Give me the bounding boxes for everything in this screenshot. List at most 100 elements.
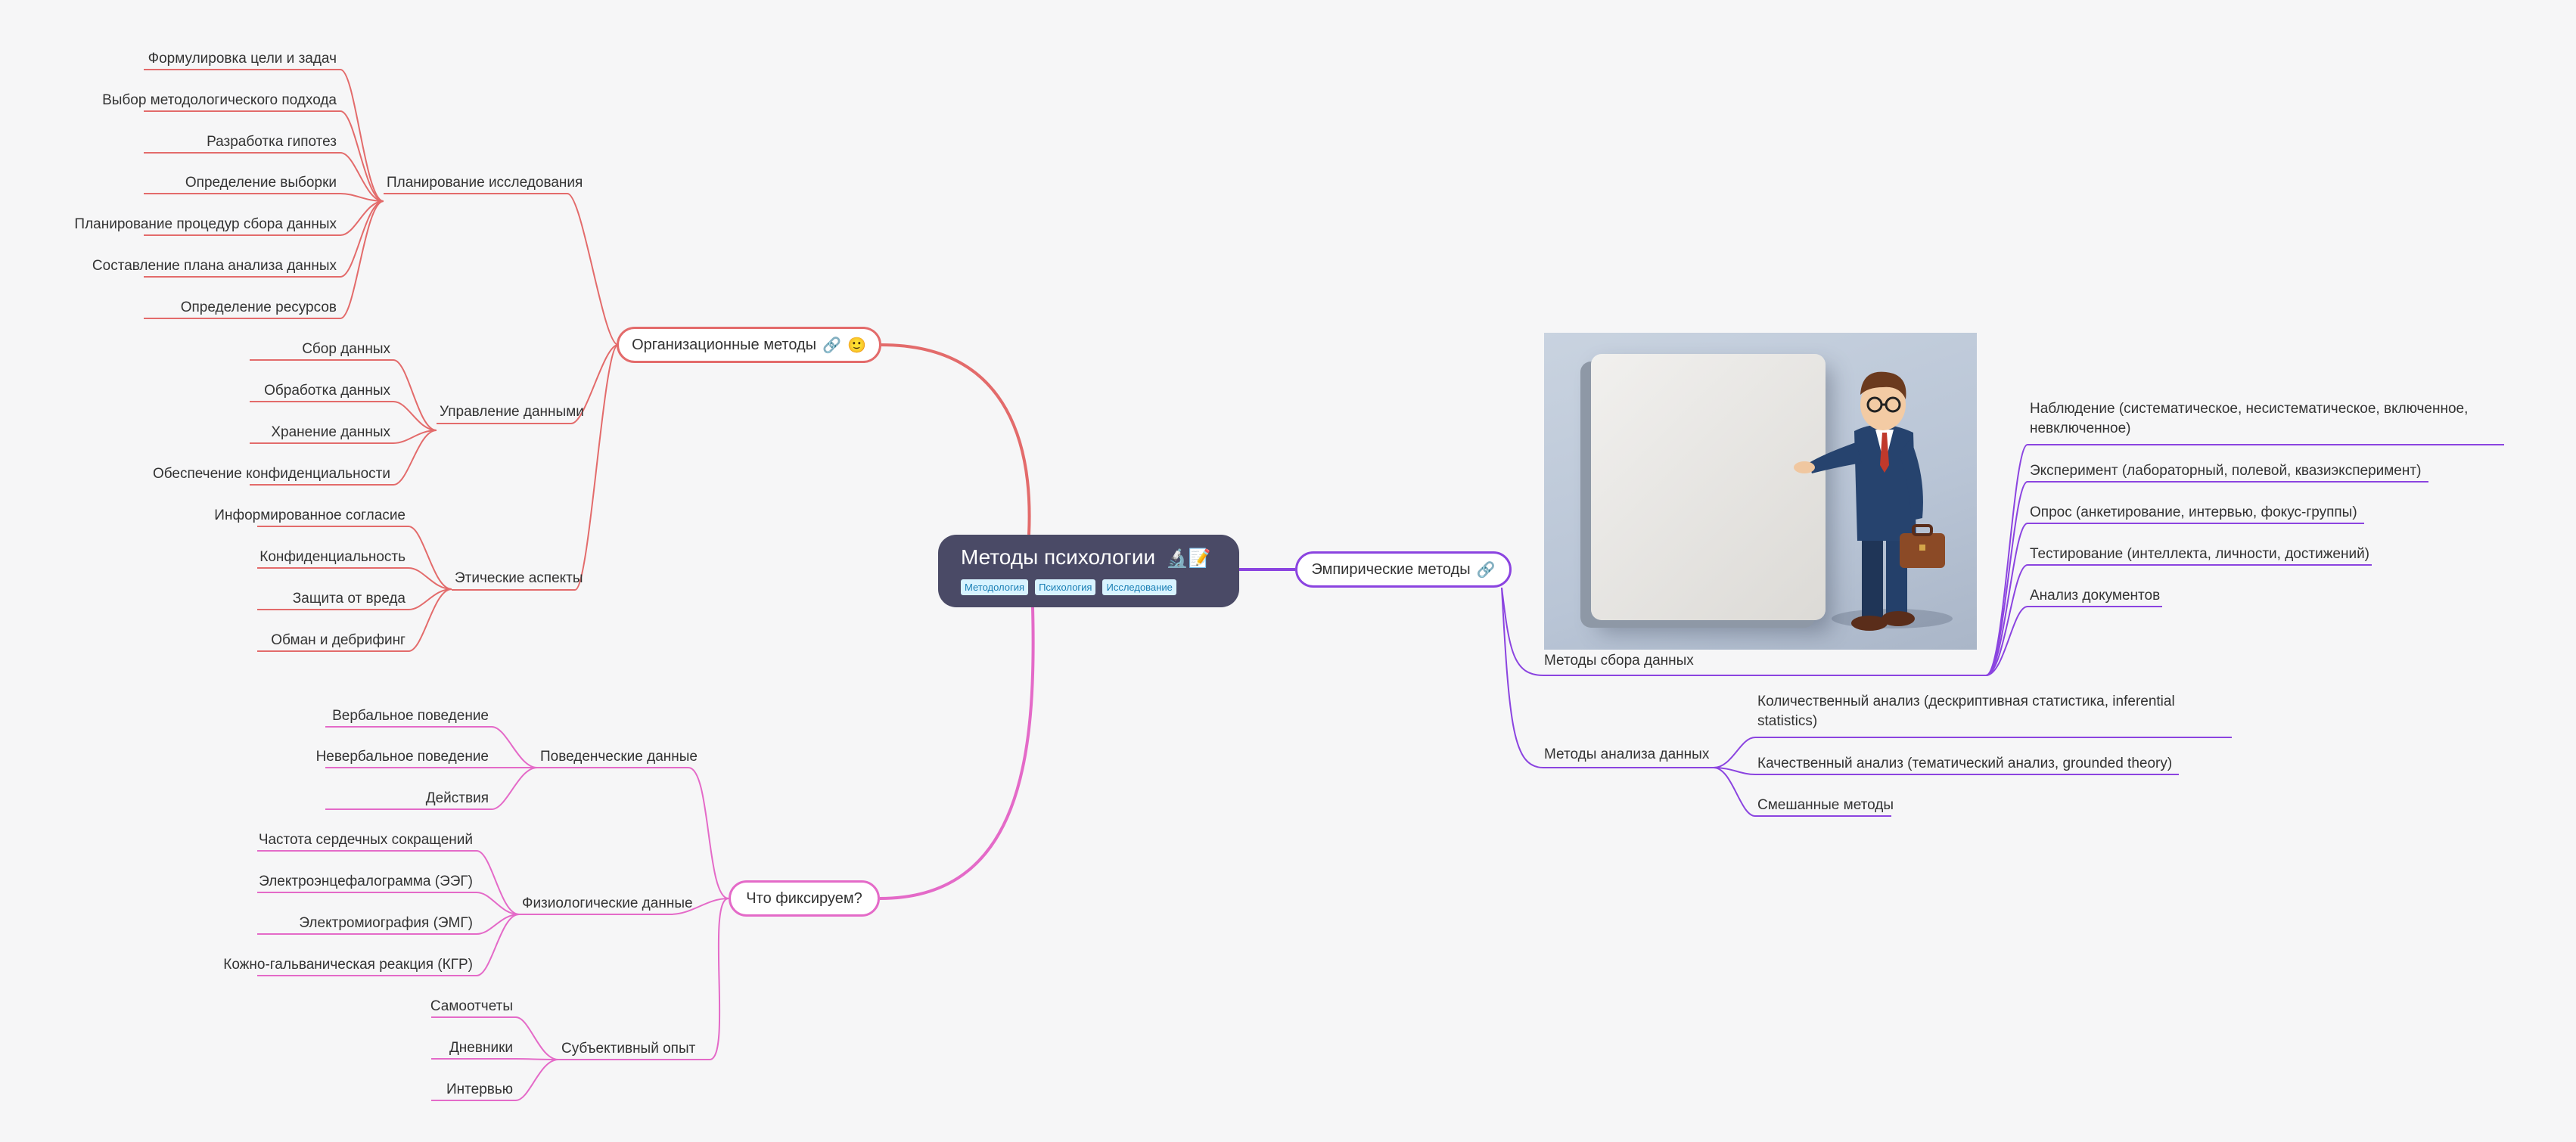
leaf-connector <box>1713 767 1891 817</box>
leaf-item[interactable]: Электроэнцефалограмма (ЭЭГ) <box>259 874 473 889</box>
leaf-connector <box>257 892 520 915</box>
leaf-connector <box>250 430 437 486</box>
leaf-connector <box>325 767 538 810</box>
leaf-item[interactable]: Защита от вреда <box>292 591 406 607</box>
group-label-collection[interactable]: Методы сбора данных <box>1544 653 1694 669</box>
group-label-data-management[interactable]: Управление данными <box>440 404 584 420</box>
presenter-illustration <box>1544 333 1977 650</box>
leaf-connector <box>144 200 384 278</box>
branch-connector <box>437 344 619 424</box>
group-label-subjective[interactable]: Субъективный опыт <box>561 1041 696 1057</box>
leaf-connector <box>144 69 384 202</box>
leaf-connector <box>431 1016 559 1060</box>
leaf-item[interactable]: Информированное согласие <box>214 507 406 523</box>
leaf-item[interactable]: Опрос (анкетирование, интервью, фокус-гр… <box>2030 504 2357 520</box>
leaf-item[interactable]: Сбор данных <box>302 341 390 357</box>
leaf-connector <box>144 193 384 202</box>
leaf-connector <box>257 850 520 915</box>
leaf-item[interactable]: Наблюдение (систематическое, несистемати… <box>2030 401 2469 436</box>
leaf-item[interactable]: Тестирование (интеллекта, личности, дост… <box>2030 546 2370 562</box>
branch-connector <box>384 193 619 346</box>
leaf-item[interactable]: Обеспечение конфиденциальности <box>152 466 390 482</box>
leaf-connector <box>144 200 384 236</box>
root-to-what-recorded <box>879 607 1035 900</box>
link-icon[interactable]: 🔗 <box>1476 561 1496 579</box>
leaf-item[interactable]: Обработка данных <box>264 383 390 399</box>
leaf-item[interactable]: Количественный анализ (дескриптивная ста… <box>1757 694 2175 729</box>
branch-empirical[interactable]: Эмпирические методы 🔗 <box>1295 551 1512 588</box>
leaf-connector <box>257 567 452 590</box>
branch-connector <box>519 898 729 915</box>
leaf-connector <box>1985 523 2364 676</box>
leaf-connector <box>257 588 452 610</box>
leaf-item[interactable]: Обман и дебрифинг <box>271 632 406 648</box>
leaf-connector <box>325 726 538 768</box>
presenter-figure <box>1794 371 1945 631</box>
leaf-item[interactable]: Составление плана анализа данных <box>92 258 337 274</box>
group-label-ethics[interactable]: Этические аспекты <box>455 570 583 586</box>
leaf-connector <box>257 526 452 590</box>
link-icon[interactable]: 🔗 <box>822 337 841 354</box>
leaf-item[interactable]: Эксперимент (лабораторный, полевой, кваз… <box>2030 463 2422 479</box>
leaf-item[interactable]: Частота сердечных сокращений <box>258 832 473 848</box>
leaf-connector <box>1985 606 2162 676</box>
root-tags: Методология Психология Исследование <box>961 579 1176 595</box>
blank-board <box>1591 354 1826 620</box>
leaf-item[interactable]: Интервью <box>446 1081 513 1097</box>
root-to-organizational <box>881 343 1031 535</box>
branch-connector <box>558 898 729 1060</box>
branch-connector <box>452 344 619 591</box>
leaf-item[interactable]: Дневники <box>449 1040 513 1056</box>
branch-label: Эмпирические методы <box>1311 560 1471 578</box>
leaf-item[interactable]: Смешанные методы <box>1757 797 1894 813</box>
branch-connector <box>1501 587 1986 676</box>
tag[interactable]: Методология <box>961 579 1029 595</box>
branch-what-recorded[interactable]: Что фиксируем? <box>729 880 880 917</box>
leaf-connector <box>1713 737 2232 768</box>
leaf-connector <box>1985 481 2428 676</box>
branch-connector <box>537 767 729 899</box>
leaf-connector <box>1985 564 2372 676</box>
leaf-item[interactable]: Действия <box>425 790 489 806</box>
leaf-item[interactable]: Определение ресурсов <box>180 299 337 315</box>
leaf-item[interactable]: Хранение данных <box>271 424 390 440</box>
leaf-connector <box>144 152 384 202</box>
leaf-item[interactable]: Определение выборки <box>185 175 337 191</box>
leaf-item[interactable]: Конфиденциальность <box>259 549 406 565</box>
leaf-connector <box>144 200 384 319</box>
leaf-item[interactable]: Самоотчеты <box>430 998 513 1014</box>
leaf-item[interactable]: Качественный анализ (тематический анализ… <box>1757 756 2173 771</box>
leaf-item[interactable]: Разработка гипотез <box>207 134 337 150</box>
leaf-connector <box>1713 767 2179 775</box>
leaf-item[interactable]: Вербальное поведение <box>332 708 489 724</box>
root-title: Методы психологии 🔬📝 <box>961 545 1211 569</box>
smile-icon: 🙂 <box>847 337 866 354</box>
leaf-item[interactable]: Электромиография (ЭМГ) <box>299 915 473 931</box>
leaf-item[interactable]: Невербальное поведение <box>315 749 489 765</box>
branch-label: Организационные методы <box>632 336 817 353</box>
group-label-behavioral[interactable]: Поведенческие данные <box>540 749 698 765</box>
root-title-text: Методы психологии <box>961 545 1156 569</box>
leaf-connector <box>250 359 437 431</box>
leaf-connector <box>250 430 437 444</box>
tag[interactable]: Исследование <box>1102 579 1176 595</box>
tag[interactable]: Психология <box>1035 579 1096 595</box>
leaf-item[interactable]: Формулировка цели и задач <box>148 51 337 67</box>
branch-connector <box>1501 587 1714 768</box>
leaf-item[interactable]: Выбор методологического подхода <box>102 92 337 108</box>
leaf-item[interactable]: Анализ документов <box>2030 588 2161 604</box>
leaf-item[interactable]: Планирование процедур сбора данных <box>74 216 337 232</box>
root-emoji: 🔬📝 <box>1165 548 1211 569</box>
leaf-item[interactable]: Кожно-гальваническая реакция (КГР) <box>223 957 473 973</box>
leaf-connector <box>257 914 520 976</box>
leaf-connector <box>257 914 520 935</box>
group-label-analysis[interactable]: Методы анализа данных <box>1544 746 1710 762</box>
leaf-connector <box>250 401 437 431</box>
group-label-physiological[interactable]: Физиологические данные <box>522 895 693 911</box>
branch-organizational[interactable]: Организационные методы 🔗 🙂 <box>617 327 881 363</box>
leaf-connector <box>431 1059 559 1101</box>
leaf-connector <box>144 110 384 202</box>
group-label-planning[interactable]: Планирование исследования <box>387 175 583 191</box>
root-node[interactable]: Методы психологии 🔬📝 Методология Психоло… <box>938 535 1239 607</box>
